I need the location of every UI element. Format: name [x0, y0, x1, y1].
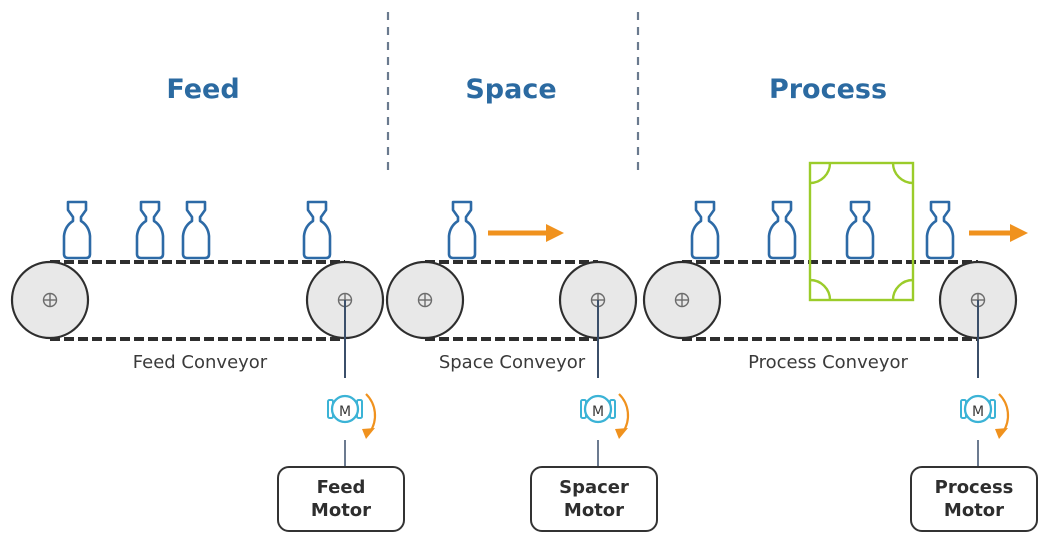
bottle-icon — [690, 200, 720, 260]
bottle-icon — [845, 200, 875, 260]
stage-title-process: Process — [768, 74, 888, 105]
motor-icon — [959, 392, 1010, 441]
roller-icon — [10, 260, 90, 340]
bottle-icon — [767, 200, 797, 260]
spacer-motor-label-line2: Motor — [563, 500, 625, 521]
roller-icon — [385, 260, 465, 340]
feed-conveyor-label: Feed Conveyor — [132, 352, 268, 373]
feed-conveyor — [10, 260, 385, 341]
roller-icon — [642, 260, 722, 340]
spacer-motor-box: Spacer Motor — [530, 466, 658, 532]
stage-title-feed: Feed — [166, 74, 240, 105]
bottle-icon — [135, 200, 165, 260]
bottle-icon — [302, 200, 332, 260]
feed-motor-label-line1: Feed — [316, 477, 366, 498]
stage-title-space: Space — [465, 74, 557, 105]
process-motor-symbol: M — [972, 404, 984, 420]
feed-motor-box: Feed Motor — [277, 466, 405, 532]
bottle-icon — [925, 200, 955, 260]
process-conveyor-label: Process Conveyor — [748, 352, 908, 373]
process-motor-label-line2: Motor — [943, 500, 1005, 521]
motor-icon — [579, 392, 630, 441]
feed-motor-label-line2: Motor — [310, 500, 372, 521]
inspection-frame-icon — [808, 161, 915, 302]
spacer-motor-label-line1: Spacer — [559, 477, 629, 498]
motor-icon — [326, 392, 377, 441]
bottle-icon — [447, 200, 477, 260]
spacer-motor-symbol: M — [592, 404, 604, 420]
space-conveyor — [385, 260, 638, 341]
bottle-icon — [181, 200, 211, 260]
process-conveyor — [642, 260, 1018, 341]
bottle-icon — [62, 200, 92, 260]
process-motor-label-line1: Process — [934, 477, 1014, 498]
space-conveyor-label: Space Conveyor — [438, 352, 586, 373]
feed-motor-symbol: M — [339, 404, 351, 420]
process-motor-box: Process Motor — [910, 466, 1038, 532]
